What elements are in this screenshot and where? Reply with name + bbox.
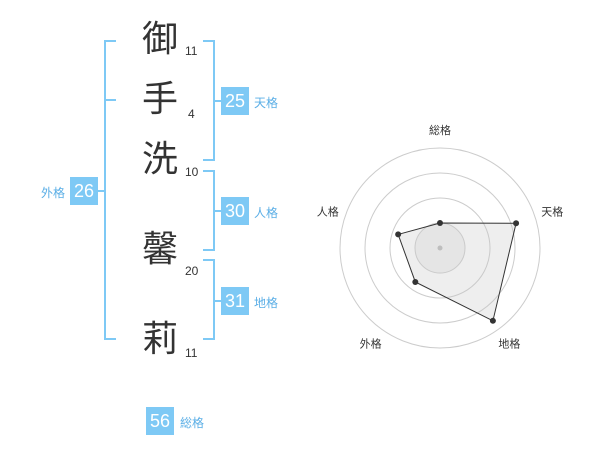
radar-grid <box>339 147 541 349</box>
radar-axis-label-2: 天格 <box>541 205 563 219</box>
radar-point-3 <box>489 317 496 324</box>
gaikaku-connector <box>97 190 105 192</box>
jinkaku-value-badge: 30 <box>221 197 249 225</box>
radar-center <box>437 245 443 251</box>
tenkaku-connector <box>213 100 221 102</box>
gaikaku-bracket <box>104 40 116 340</box>
stroke-count-5: 11 <box>185 346 198 360</box>
name-char-2: 手 <box>141 79 178 120</box>
stroke-count-1: 11 <box>185 44 198 58</box>
gaikaku-label: 外格 <box>41 186 66 200</box>
jinkaku-label: 人格 <box>254 206 279 220</box>
stroke-count-2: 4 <box>188 107 195 121</box>
radar-axis-label-1: 総格 <box>429 123 451 137</box>
radar-axis-label-5: 人格 <box>317 205 339 219</box>
chikaku-connector <box>213 300 221 302</box>
radar-point-5 <box>395 231 402 238</box>
radar-ring-2 <box>389 197 491 299</box>
chikaku-value-badge: 31 <box>221 287 249 315</box>
chikaku-label: 地格 <box>254 296 279 310</box>
radar-point-4 <box>412 278 419 285</box>
radar-point-2 <box>513 220 520 227</box>
soukaku-label: 総格 <box>180 416 205 430</box>
radar-axis-label-4: 外格 <box>360 336 382 350</box>
radar-ring-3 <box>364 172 516 324</box>
name-char-1: 御 <box>141 19 178 60</box>
tenkaku-label: 天格 <box>254 96 279 110</box>
gaikaku-bracket-tick <box>104 99 116 101</box>
chikaku-bracket <box>203 259 215 340</box>
soukaku-value-badge: 56 <box>146 407 174 435</box>
stroke-count-4: 20 <box>185 264 199 278</box>
jinkaku-connector <box>213 210 221 212</box>
name-char-4: 馨 <box>141 229 178 270</box>
tenkaku-value-badge: 25 <box>221 87 249 115</box>
name-char-5: 莉 <box>141 319 178 360</box>
radar-area <box>397 222 517 322</box>
gaikaku-value-badge: 26 <box>70 177 98 205</box>
radar-axis-label-3: 地格 <box>498 336 520 350</box>
radar-ring-4 <box>339 147 541 349</box>
radar-points <box>395 220 520 324</box>
stroke-count-3: 10 <box>185 165 199 179</box>
radar-point-1 <box>437 220 443 226</box>
name-char-3: 洗 <box>141 139 178 180</box>
